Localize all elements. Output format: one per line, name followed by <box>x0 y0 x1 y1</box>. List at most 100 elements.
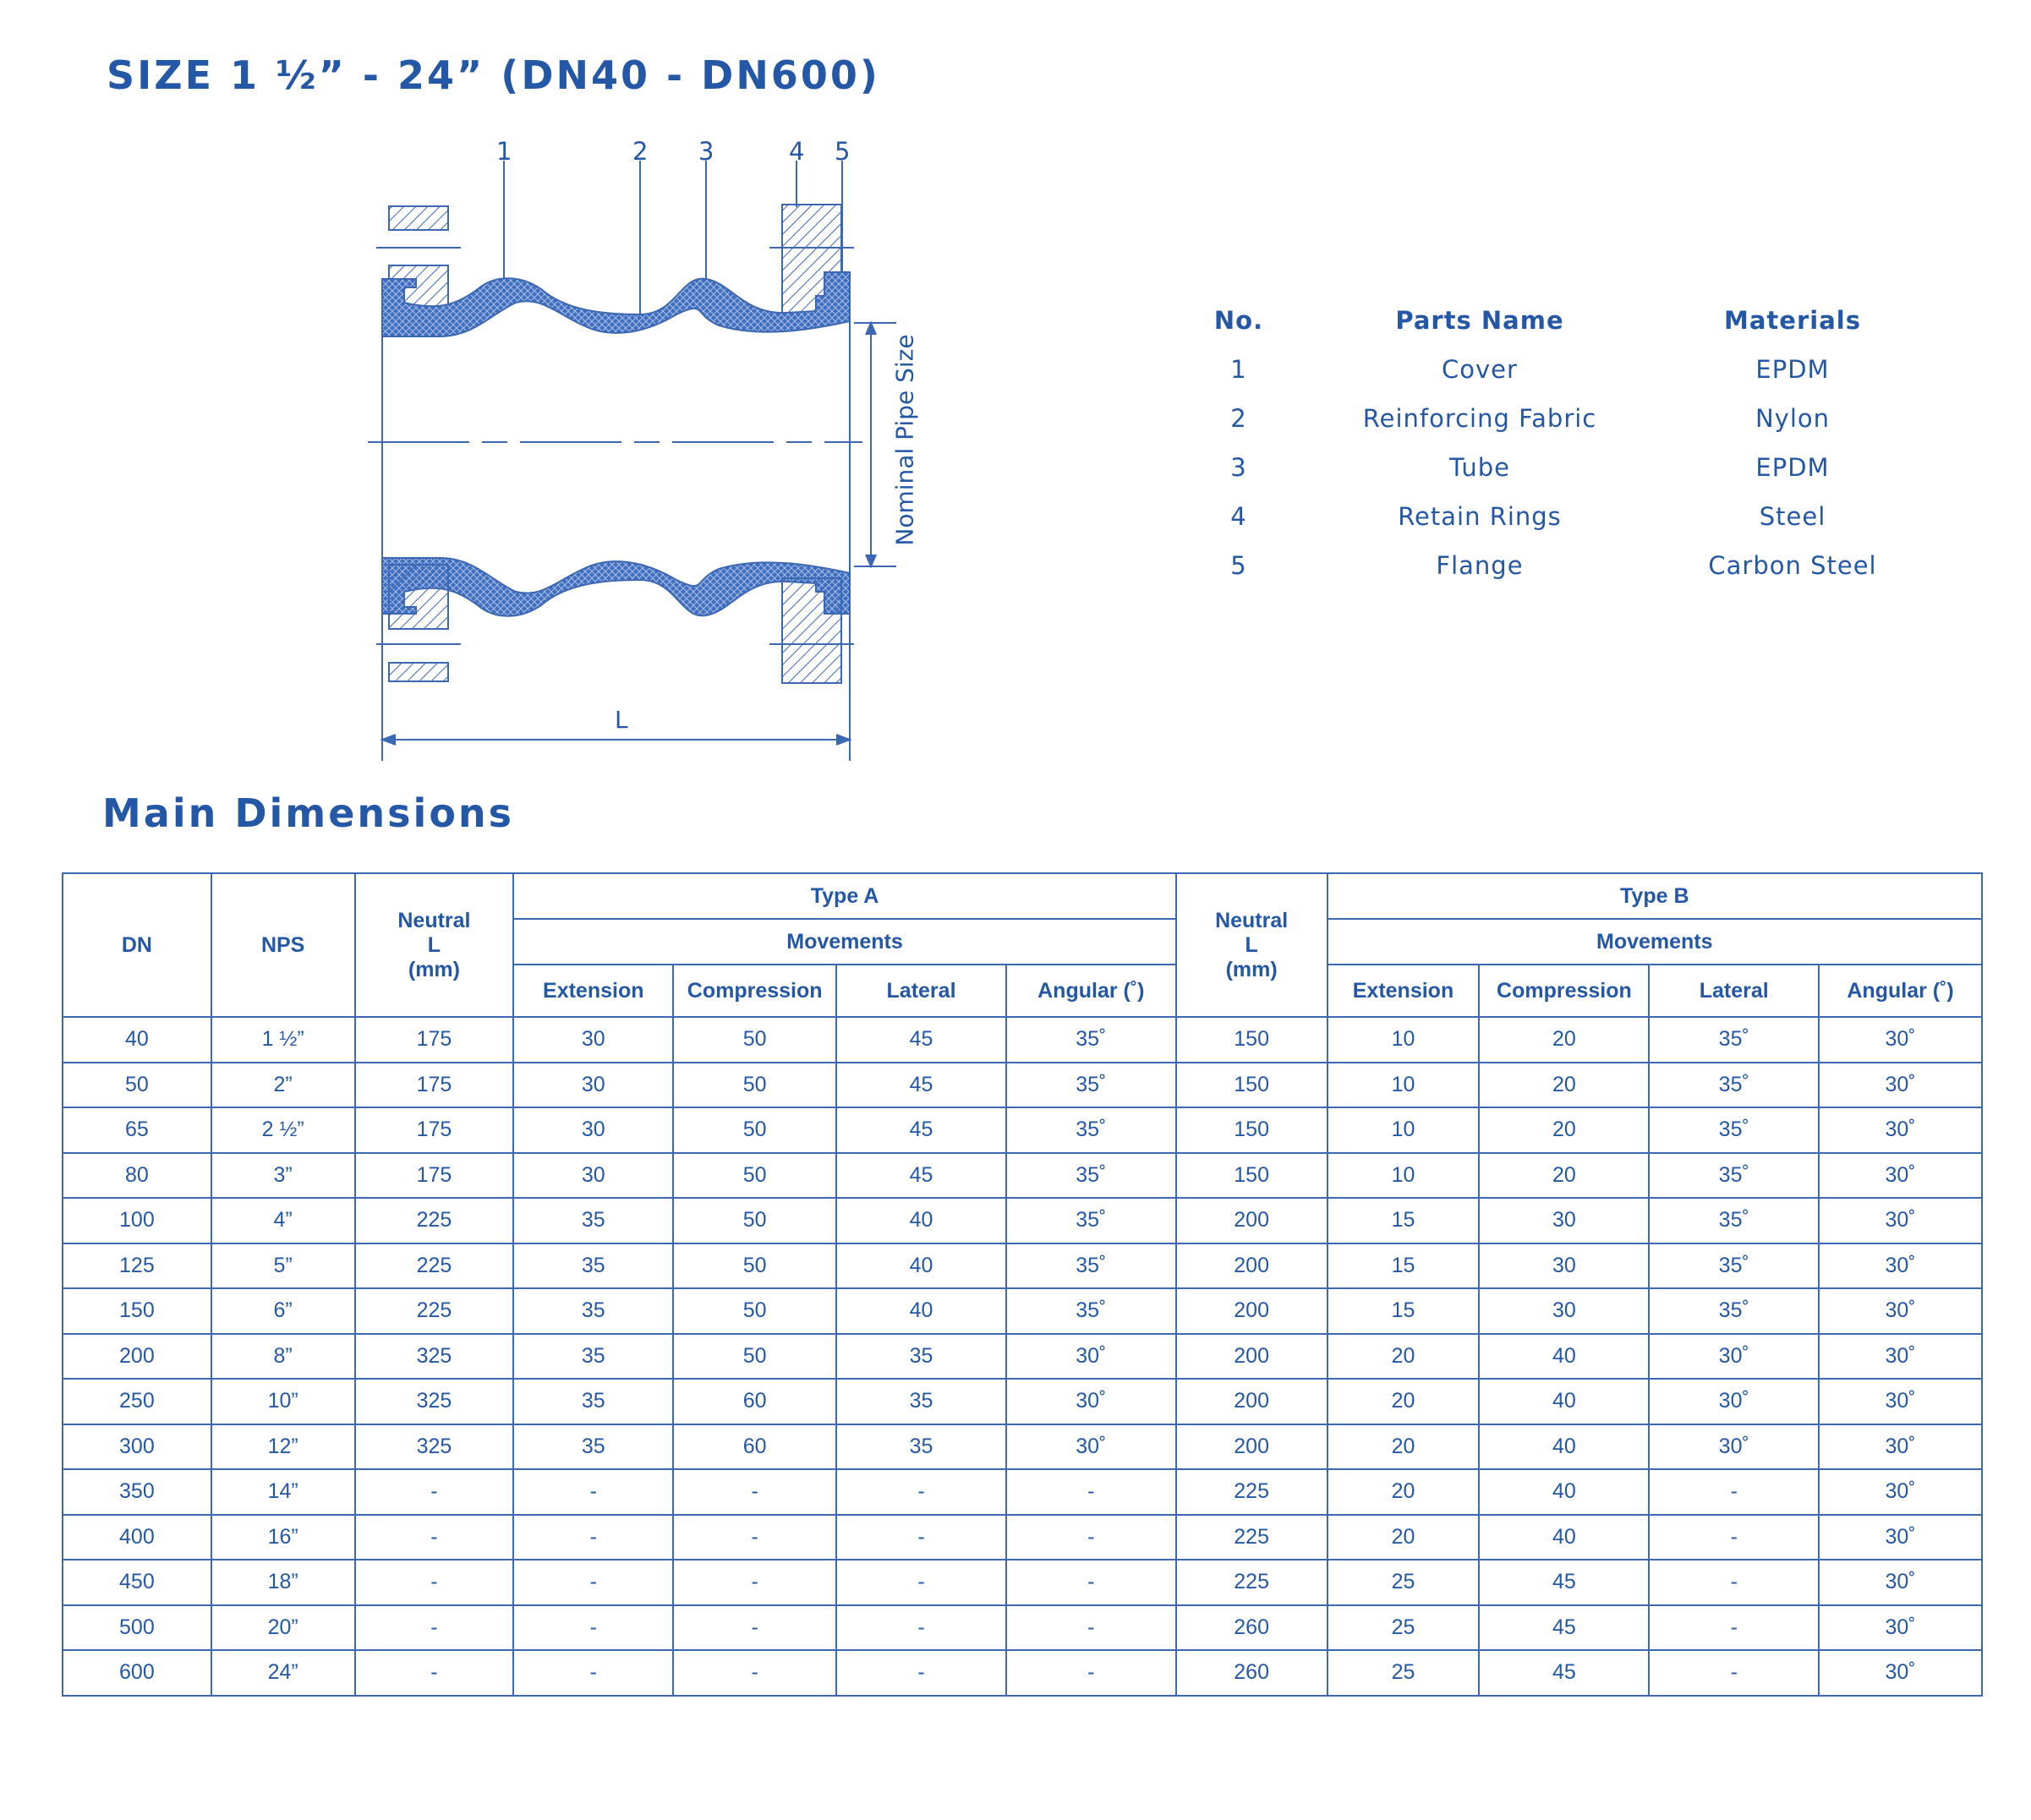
cell-lateral-a: 35 <box>835 1423 1007 1470</box>
callout-5: 5 <box>835 137 851 166</box>
header-type-b: Type B <box>1326 872 1984 920</box>
cell-neutral-a: 325 <box>353 1378 515 1425</box>
cell-neutral-a: 175 <box>353 1061 515 1108</box>
cell-compression-b: 40 <box>1478 1468 1651 1516</box>
cell-angular-a: 35˚ <box>1005 1016 1177 1063</box>
cell-compression-a: - <box>672 1649 838 1697</box>
cell-angular-a: - <box>1005 1559 1177 1606</box>
cell-compression-b: 40 <box>1478 1378 1651 1425</box>
cell-extension-b: 10 <box>1326 1151 1481 1199</box>
cell-compression-a: 50 <box>672 1151 838 1199</box>
cell-nps: 4” <box>210 1197 356 1244</box>
cell-neutral-a: - <box>353 1513 515 1560</box>
cell-angular-a: 35˚ <box>1005 1107 1177 1154</box>
cell-compression-a: 60 <box>672 1423 838 1470</box>
cell-neutral-a: 175 <box>353 1151 515 1199</box>
cell-angular-b: 30˚ <box>1818 1332 1983 1380</box>
cell-angular-a: 30˚ <box>1005 1332 1177 1380</box>
cell-dn: 400 <box>62 1513 212 1560</box>
header-movements-a: Movements <box>512 918 1177 965</box>
cell-extension-b: 10 <box>1326 1061 1481 1108</box>
cell-extension-a: - <box>512 1468 675 1516</box>
cell-nps: 14” <box>210 1468 356 1516</box>
cell-extension-a: - <box>512 1559 675 1606</box>
cell-angular-b: 30˚ <box>1818 1559 1983 1606</box>
part-name: Tube <box>1449 453 1510 482</box>
header-type-a: Type A <box>512 872 1177 920</box>
cell-lateral-b: - <box>1648 1513 1820 1560</box>
cell-angular-b: 30˚ <box>1818 1604 1983 1651</box>
cell-lateral-b: - <box>1648 1604 1820 1651</box>
cell-angular-a: 30˚ <box>1005 1423 1177 1470</box>
cell-compression-a: 50 <box>672 1242 838 1289</box>
cell-neutral-a: 225 <box>353 1197 515 1244</box>
callout-2: 2 <box>632 137 649 166</box>
cell-nps: 20” <box>210 1604 356 1651</box>
cell-extension-b: 25 <box>1326 1559 1481 1606</box>
cell-nps: 1 ½” <box>210 1016 356 1063</box>
part-name: Flange <box>1436 551 1524 580</box>
cell-angular-a: 35˚ <box>1005 1197 1177 1244</box>
cell-angular-b: 30˚ <box>1818 1378 1983 1425</box>
cell-angular-b: 30˚ <box>1818 1287 1983 1335</box>
cell-lateral-a: 35 <box>835 1332 1007 1380</box>
cell-angular-b: 30˚ <box>1818 1107 1983 1154</box>
part-material: EPDM <box>1755 355 1830 384</box>
page-title: SIZE 1 ½” - 24” (DN40 - DN600) <box>107 52 880 98</box>
cell-compression-b: 45 <box>1478 1604 1651 1651</box>
cell-lateral-b: - <box>1648 1649 1820 1697</box>
cell-neutral-b: 200 <box>1174 1423 1328 1470</box>
cell-nps: 3” <box>210 1151 356 1199</box>
cell-compression-b: 20 <box>1478 1151 1651 1199</box>
header-compression-a: Compression <box>672 964 838 1018</box>
cell-dn: 65 <box>62 1107 212 1154</box>
cell-compression-a: 50 <box>672 1016 838 1063</box>
header-nps: NPS <box>210 872 356 1018</box>
cell-nps: 10” <box>210 1378 356 1425</box>
cell-angular-b: 30˚ <box>1818 1468 1983 1516</box>
part-material: Carbon Steel <box>1708 551 1877 580</box>
cell-lateral-a: - <box>835 1559 1007 1606</box>
cell-extension-b: 20 <box>1326 1378 1481 1425</box>
cell-angular-a: - <box>1005 1649 1177 1697</box>
cell-dn: 350 <box>62 1468 212 1516</box>
cell-lateral-b: 35˚ <box>1648 1197 1820 1244</box>
header-movements-b: Movements <box>1326 918 1984 965</box>
part-material: EPDM <box>1755 453 1830 482</box>
cell-lateral-b: 35˚ <box>1648 1107 1820 1154</box>
cell-compression-a: 50 <box>672 1107 838 1154</box>
cell-angular-a: - <box>1005 1513 1177 1560</box>
cell-neutral-a: 175 <box>353 1107 515 1154</box>
part-material: Steel <box>1759 502 1826 531</box>
cell-lateral-b: 30˚ <box>1648 1332 1820 1380</box>
cell-extension-b: 25 <box>1326 1604 1481 1651</box>
cell-lateral-b: 35˚ <box>1648 1016 1820 1063</box>
cell-angular-b: 30˚ <box>1818 1061 1983 1108</box>
cell-neutral-b: 200 <box>1174 1287 1328 1335</box>
cell-dn: 500 <box>62 1604 212 1651</box>
cell-compression-a: 50 <box>672 1287 838 1335</box>
cell-compression-b: 45 <box>1478 1649 1651 1697</box>
cell-extension-a: 35 <box>512 1287 675 1335</box>
cell-neutral-b: 225 <box>1174 1559 1328 1606</box>
cell-extension-a: 30 <box>512 1061 675 1108</box>
cell-neutral-a: - <box>353 1604 515 1651</box>
cell-nps: 12” <box>210 1423 356 1470</box>
cell-dn: 200 <box>62 1332 212 1380</box>
cell-nps: 8” <box>210 1332 356 1380</box>
cell-extension-a: 30 <box>512 1151 675 1199</box>
cell-extension-b: 15 <box>1326 1242 1481 1289</box>
cell-angular-b: 30˚ <box>1818 1242 1983 1289</box>
part-name: Reinforcing Fabric <box>1362 404 1597 433</box>
part-no: 2 <box>1230 404 1247 433</box>
